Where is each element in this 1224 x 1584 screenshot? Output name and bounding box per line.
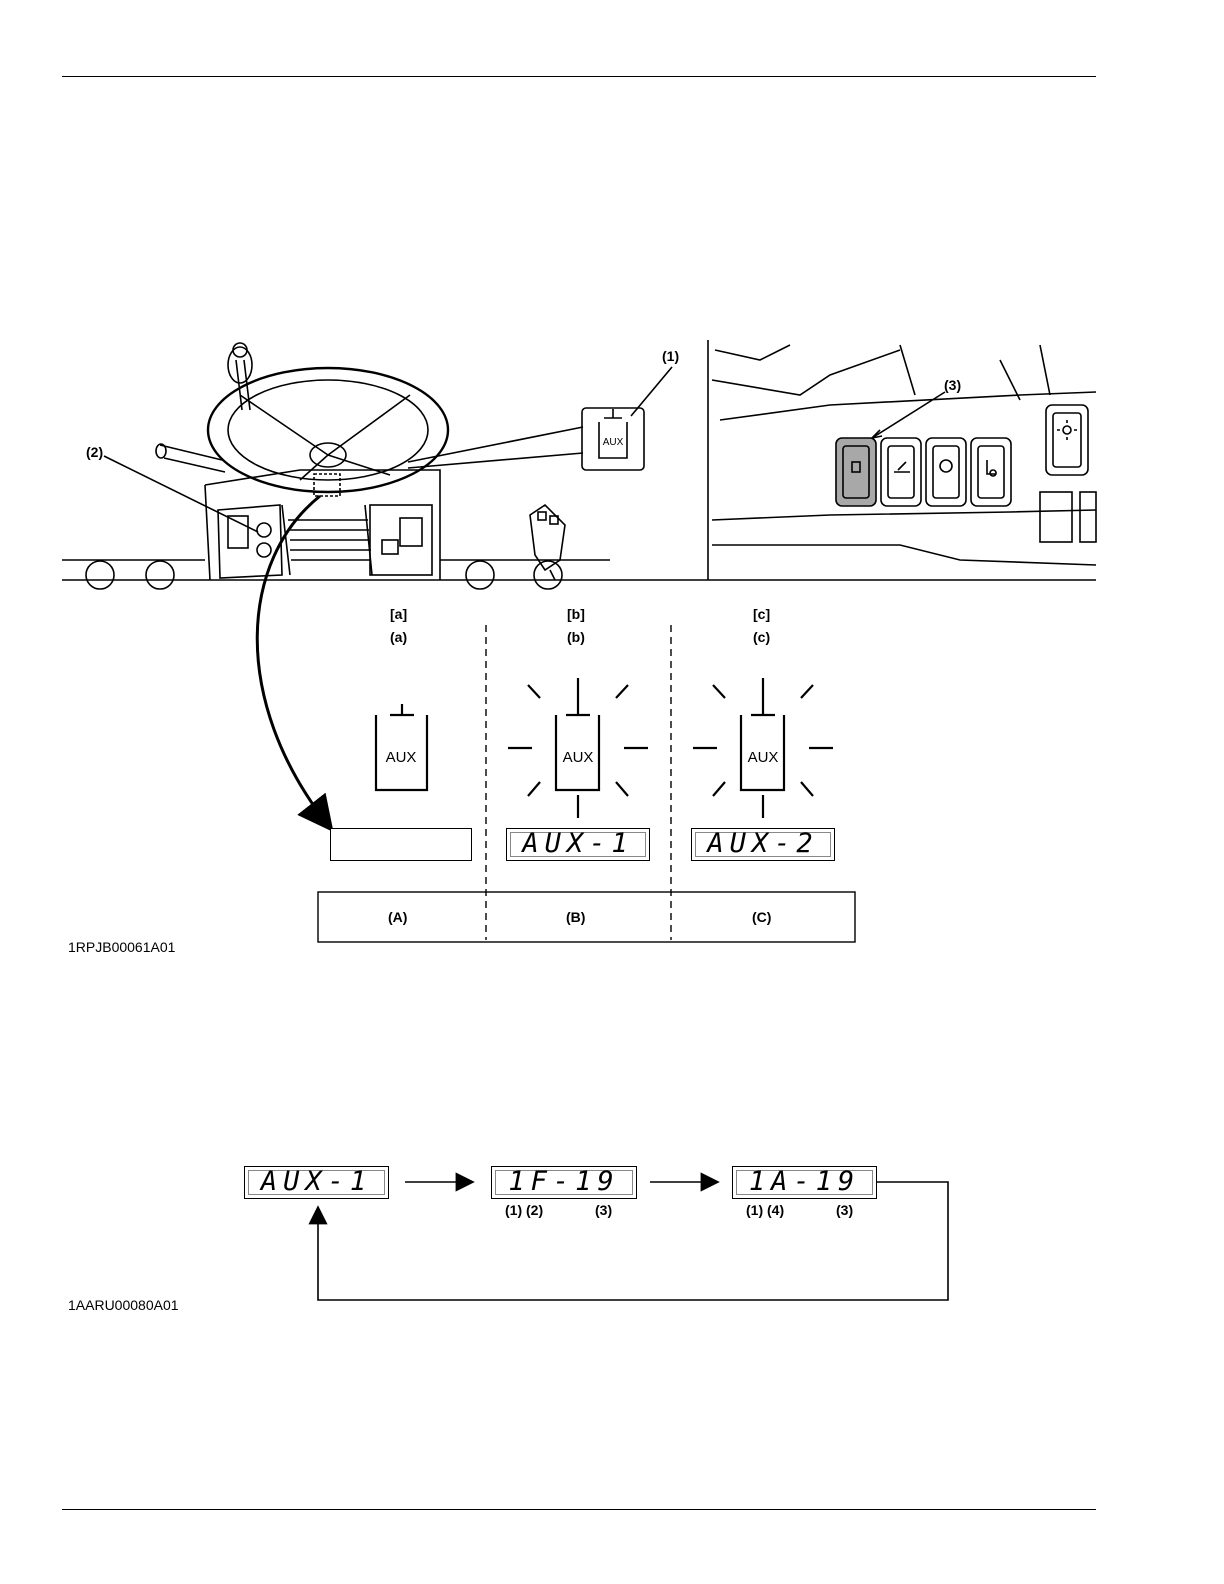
lcd-display-c: AUX-2: [691, 828, 835, 861]
figure-code-1: 1RPJB00061A01: [68, 939, 175, 955]
lcd-display-a: [330, 828, 472, 861]
seq-display-1: AUX-1: [244, 1166, 389, 1199]
footer-rule: [62, 1509, 1096, 1510]
state-b-paren: (b): [567, 629, 585, 645]
state-a-bracket: [a]: [390, 606, 407, 622]
callout-3: (3): [944, 377, 961, 393]
lcd-display-b: AUX-1: [506, 828, 650, 861]
aux-icon-text-small: AUX: [603, 437, 624, 448]
row-label-b: (B): [566, 909, 585, 925]
curved-arrow: [257, 496, 328, 825]
seq-3-labels-left: (1) (4): [746, 1202, 784, 1218]
seq-3-labels-right: (3): [836, 1202, 853, 1218]
seq-2-labels-left: (1) (2): [505, 1202, 543, 1218]
seq-display-2: 1F-19: [491, 1166, 637, 1199]
callout-1: (1): [662, 348, 679, 364]
row-label-a: (A): [388, 909, 407, 925]
aux-icon-c: [693, 678, 833, 818]
aux-icon-text-a: AUX: [386, 749, 417, 766]
switch-panel-drawing: [712, 345, 1096, 565]
state-b-bracket: [b]: [567, 606, 585, 622]
aux-icon-a: [376, 704, 427, 790]
row-label-c: (C): [752, 909, 771, 925]
aux-icon-b: [508, 678, 648, 818]
callout-2: (2): [86, 444, 103, 460]
seq-display-3: 1A-19: [732, 1166, 877, 1199]
sequence-arrows: [318, 1182, 948, 1300]
seq-2-labels-right: (3): [595, 1202, 612, 1218]
state-c-paren: (c): [753, 629, 770, 645]
state-a-paren: (a): [390, 629, 407, 645]
aux-icon-text-c: AUX: [748, 749, 779, 766]
figure-code-2: 1AARU00080A01: [68, 1297, 179, 1313]
state-c-bracket: [c]: [753, 606, 770, 622]
aux-icon-text-b: AUX: [563, 749, 594, 766]
